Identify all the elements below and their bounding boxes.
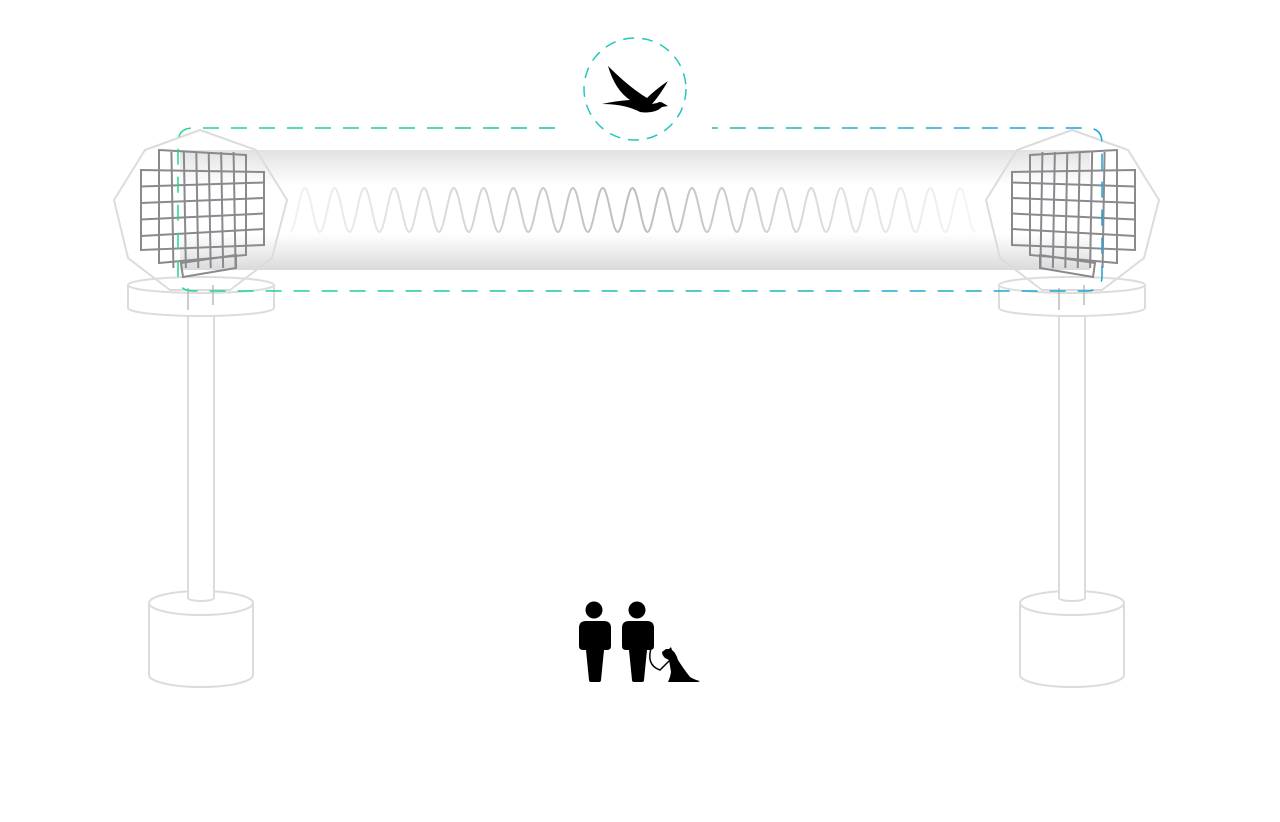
- person-icon: [579, 601, 611, 682]
- panel-grid-line: [1039, 151, 1044, 269]
- panel-grid-line: [1011, 212, 1136, 221]
- panel-mounts: [187, 285, 1085, 310]
- bird-clearance-circle: [583, 37, 687, 141]
- panel-segment: [1029, 148, 1118, 265]
- panel-grid-line: [220, 151, 225, 269]
- clearance-zone: [177, 127, 1103, 292]
- antenna-panel-left-icon: [140, 148, 265, 279]
- left-tower: [112, 128, 289, 688]
- panel-grid-line: [140, 228, 265, 237]
- leash: [649, 644, 671, 671]
- panel-grid-line: [1011, 228, 1136, 237]
- panel-grid-line: [140, 197, 265, 204]
- panel-grid-line: [1089, 151, 1094, 269]
- antenna-panel-right-icon: [1011, 148, 1136, 279]
- panel-grid-line: [195, 151, 200, 269]
- panel-grid-line: [1101, 151, 1106, 269]
- panel-segment: [1011, 168, 1136, 252]
- panel-grid-line: [1076, 151, 1081, 269]
- right-tower: [984, 128, 1161, 688]
- radome-left: [112, 128, 289, 291]
- panel-grid-line: [207, 151, 212, 269]
- panel-grid-line: [1064, 151, 1069, 269]
- panel-grid-line: [140, 181, 265, 188]
- panel-grid-line: [232, 151, 237, 269]
- bird-icon: [602, 66, 668, 113]
- panel-segment: [158, 148, 247, 265]
- panel-grid-line: [140, 212, 265, 221]
- radome-right: [984, 128, 1161, 291]
- panel-segment: [179, 253, 237, 279]
- panel-grid-line: [182, 151, 187, 269]
- panel-grid-line: [1011, 197, 1136, 204]
- panel-segment: [140, 168, 265, 252]
- signal-wave: [289, 186, 976, 234]
- panel-grid-line: [1051, 151, 1056, 269]
- person-icon: [622, 601, 654, 682]
- panel-segment: [1039, 253, 1097, 279]
- panel-grid-line: [1011, 181, 1136, 188]
- panel-grid-line: [170, 151, 175, 269]
- dog-icon: [662, 647, 700, 682]
